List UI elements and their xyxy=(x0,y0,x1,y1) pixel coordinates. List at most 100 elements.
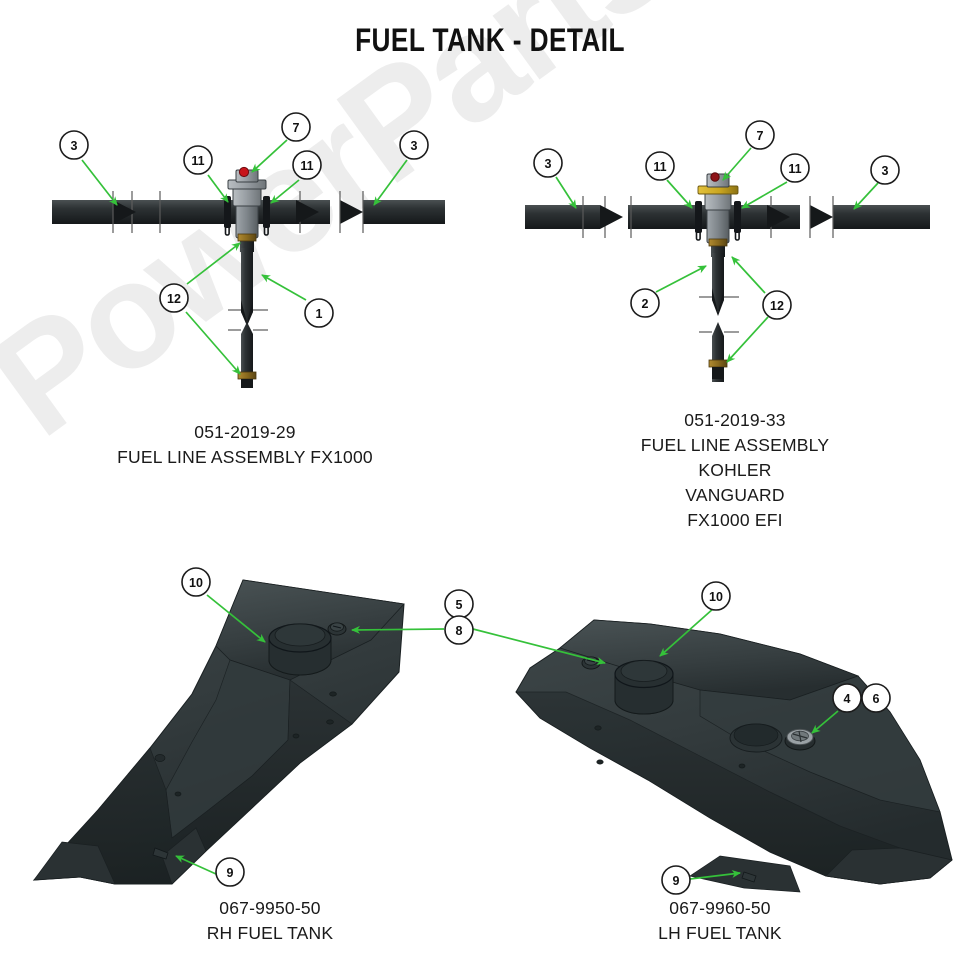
lh-drain-fitting xyxy=(741,871,757,883)
callout-label: 11 xyxy=(788,162,801,176)
callout-a2-11b[interactable]: 11 xyxy=(780,153,810,183)
leader-lh-4 xyxy=(811,710,839,734)
callout-label: 2 xyxy=(642,297,649,311)
caption-line: RH FUEL TANK xyxy=(206,923,334,943)
page-title: FUEL TANK - DETAIL xyxy=(355,22,625,58)
callout-label: 7 xyxy=(757,129,764,143)
callout-a1-12[interactable]: 12 xyxy=(159,283,189,313)
callout-label: 3 xyxy=(882,164,889,178)
leader-a2-3-right xyxy=(853,182,879,210)
caption-fuel-line-assembly-left: 051-2019-29 FUEL LINE ASSEMBLY FX1000 xyxy=(0,420,490,470)
callout-rh-8[interactable]: 8 xyxy=(444,615,474,645)
callout-a1-11a[interactable]: 11 xyxy=(183,145,213,175)
caption-line: KOHLER xyxy=(698,460,772,480)
caption-line: 051-2019-33 xyxy=(684,410,786,430)
caption-line: 051-2019-29 xyxy=(194,422,296,442)
callout-label: 12 xyxy=(770,299,784,313)
hose-segment-center-right-2 xyxy=(729,196,800,238)
callout-label: 6 xyxy=(873,692,880,706)
callout-lh-4[interactable]: 4 xyxy=(832,683,862,713)
hose-drop-left xyxy=(228,248,268,326)
leader-a1-3-left xyxy=(81,159,118,206)
leader-lh-9 xyxy=(689,869,741,880)
leader-rh-10 xyxy=(206,594,266,643)
callout-a2-12[interactable]: 12 xyxy=(762,290,792,320)
leader-a1-1 xyxy=(261,274,307,301)
hose-clamp-right-1 xyxy=(695,201,702,241)
callout-a2-3-right[interactable]: 3 xyxy=(870,155,900,185)
hose-clamp-left-1 xyxy=(224,196,231,236)
callout-label: 7 xyxy=(293,121,300,135)
fuel-line-assembly-right-illustration xyxy=(525,172,930,382)
callout-label: 11 xyxy=(300,159,313,173)
leader-a1-11a xyxy=(207,174,229,203)
caption-line: FUEL LINE ASSEMBLY xyxy=(640,435,830,455)
hose-segment-right xyxy=(339,191,445,233)
leader-a1-11b xyxy=(270,179,300,204)
callout-rh-9[interactable]: 9 xyxy=(215,857,245,887)
callout-label: 10 xyxy=(709,590,723,604)
hose-segment-center-left-2 xyxy=(628,196,707,238)
callout-a2-2[interactable]: 2 xyxy=(630,288,660,318)
callout-label: 9 xyxy=(227,866,234,880)
leader-a1-12a xyxy=(186,242,241,285)
leader-a2-11b xyxy=(741,181,788,209)
callout-a2-11a[interactable]: 11 xyxy=(645,151,675,181)
caption-lh-fuel-tank: 067-9960-50 LH FUEL TANK xyxy=(510,896,930,946)
callout-a2-3-left[interactable]: 3 xyxy=(533,148,563,178)
callout-a1-11b[interactable]: 11 xyxy=(292,150,322,180)
callout-a1-7[interactable]: 7 xyxy=(281,112,311,142)
callout-label: 10 xyxy=(189,576,203,590)
leader-a1-7 xyxy=(251,139,288,173)
caption-line: FUEL LINE ASSEMBLY FX1000 xyxy=(117,447,373,467)
leader-a2-11a xyxy=(666,179,693,209)
caption-line: FX1000 EFI xyxy=(687,510,783,530)
caption-line: 067-9960-50 xyxy=(669,898,771,918)
leader-a2-12a xyxy=(731,256,766,294)
rh-fuel-cap xyxy=(268,623,332,676)
hose-clamp-right-2 xyxy=(734,201,741,241)
callout-lh-10[interactable]: 10 xyxy=(701,581,731,611)
callout-lh-6[interactable]: 6 xyxy=(861,683,891,713)
callout-a1-1[interactable]: 1 xyxy=(304,298,334,328)
callout-label: 8 xyxy=(456,624,463,638)
callout-label: 3 xyxy=(411,139,418,153)
hose-segment-left-2 xyxy=(525,196,623,238)
callout-label: 11 xyxy=(653,160,666,174)
caption-line: 067-9950-50 xyxy=(219,898,321,918)
fuel-line-assembly-left-illustration xyxy=(52,166,445,388)
callout-bubbles: 3 11 7 11 3 12 xyxy=(59,112,900,895)
leader-lh-10 xyxy=(659,607,715,657)
callout-lh-9[interactable]: 9 xyxy=(661,865,691,895)
callout-a2-7[interactable]: 7 xyxy=(745,120,775,150)
fuel-valve-right xyxy=(697,172,739,257)
lh-fuel-cap xyxy=(614,659,674,715)
rh-drain-fitting xyxy=(152,847,169,860)
hose-drop-right xyxy=(699,253,739,316)
leader-rh-9 xyxy=(175,855,217,875)
callout-a1-3-left[interactable]: 3 xyxy=(59,130,89,160)
leader-rh-8-to-rh xyxy=(351,625,445,634)
lh-fuel-tank-illustration xyxy=(515,619,953,893)
callout-a1-3-right[interactable]: 3 xyxy=(399,130,429,160)
callout-label: 4 xyxy=(844,692,851,706)
callout-rh-5[interactable]: 5 xyxy=(444,589,474,619)
callout-label: 12 xyxy=(167,292,181,306)
caption-line: VANGUARD xyxy=(685,485,785,505)
callout-label: 5 xyxy=(456,598,463,612)
rh-fuel-tank-illustration xyxy=(32,579,405,885)
caption-rh-fuel-tank: 067-9950-50 RH FUEL TANK xyxy=(60,896,480,946)
hose-segment-center-left xyxy=(157,191,236,233)
hose-loose-right xyxy=(699,322,739,382)
callout-label: 1 xyxy=(316,307,323,321)
leader-a2-2 xyxy=(655,265,707,293)
callout-rh-10[interactable]: 10 xyxy=(181,567,211,597)
callout-label: 9 xyxy=(673,874,680,888)
hose-loose-left xyxy=(228,322,268,388)
fuel-valve-left xyxy=(227,166,267,252)
hose-clamp-left-2 xyxy=(263,196,270,236)
leader-a1-3-right xyxy=(373,159,408,206)
callout-label: 11 xyxy=(191,154,204,168)
